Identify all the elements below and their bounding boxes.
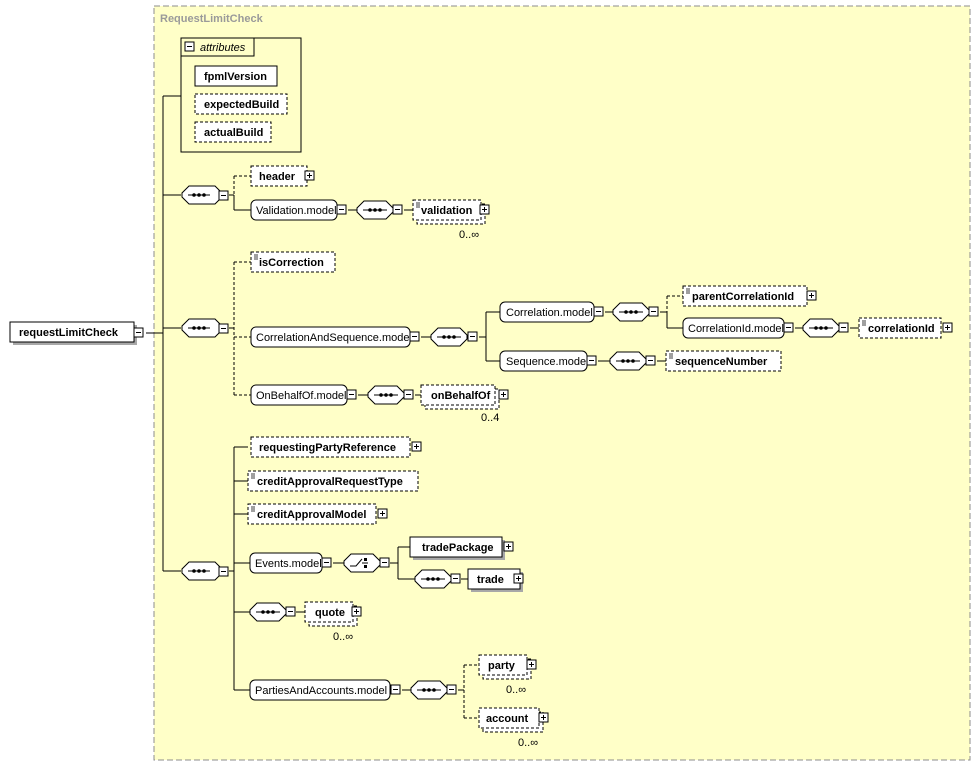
group-events-model[interactable]: Events.model [249,552,332,574]
svg-text:validation: validation [421,205,473,217]
element-correlationId[interactable]: correlationId [858,317,953,339]
group-onBehalfOf-model[interactable]: OnBehalfOf.model [250,384,357,406]
group-parties-and-accounts-model[interactable]: PartiesAndAccounts.model [249,679,401,701]
sequence-compositor-correlation-and-sequence[interactable] [430,327,478,347]
svg-text:header: header [259,171,296,183]
element-onBehalfOf[interactable]: onBehalfOf 0..4 [420,384,509,424]
svg-text:account: account [486,713,529,725]
svg-text:requestingPartyReference: requestingPartyReference [259,442,396,454]
element-creditApprovalModel[interactable]: creditApprovalModel [247,503,388,525]
svg-text:OnBehalfOf.model: OnBehalfOf.model [256,390,347,402]
sequence-compositor-2[interactable] [181,318,229,338]
sequence-compositor-1[interactable] [181,185,229,205]
svg-text:isCorrection: isCorrection [259,257,324,269]
svg-text:Correlation.model: Correlation.model [506,307,593,319]
svg-text:Events.model: Events.model [255,558,322,570]
attribute-actualBuild[interactable]: actualBuild [194,121,272,143]
svg-text:parentCorrelationId: parentCorrelationId [692,291,794,303]
type-title: RequestLimitCheck [160,13,264,25]
element-requestingPartyReference[interactable]: requestingPartyReference [250,436,422,458]
svg-text:0..∞: 0..∞ [459,229,479,241]
element-trade[interactable]: trade [467,568,524,592]
svg-text:creditApprovalRequestType: creditApprovalRequestType [257,476,403,488]
svg-text:CorrelationAndSequence.model: CorrelationAndSequence.model [256,332,412,344]
sequence-compositor-trade[interactable] [414,569,461,589]
svg-text:trade: trade [477,574,504,586]
group-correlation-model[interactable]: Correlation.model [499,301,604,323]
svg-text:tradePackage: tradePackage [422,542,494,554]
svg-text:quote: quote [315,607,345,619]
sequence-compositor-sequence[interactable] [609,351,656,371]
sequence-compositor-correlationId[interactable] [802,318,849,338]
element-sequenceNumber[interactable]: sequenceNumber [665,350,782,372]
svg-text:Validation.model: Validation.model [256,205,337,217]
attributes-collapse-icon[interactable] [184,41,195,52]
group-sequence-model[interactable]: Sequence.model [499,350,597,372]
svg-text:0..4: 0..4 [481,412,499,424]
root-element[interactable]: requestLimitCheck [9,321,144,345]
svg-text:requestLimitCheck: requestLimitCheck [19,327,119,339]
svg-text:expectedBuild: expectedBuild [204,99,279,111]
group-validation-model[interactable]: Validation.model [250,199,347,221]
element-party[interactable]: party 0..∞ [478,654,537,696]
group-correlationId-model[interactable]: CorrelationId.model [682,317,794,339]
element-quote[interactable]: quote 0..∞ [304,601,362,643]
svg-text:party: party [488,660,516,672]
sequence-compositor-quote[interactable] [249,602,296,622]
sequence-compositor-parties[interactable] [410,680,457,700]
attribute-expectedBuild[interactable]: expectedBuild [194,93,288,115]
element-header[interactable]: header [250,165,315,187]
choice-compositor-events[interactable] [343,553,390,573]
element-tradePackage[interactable]: tradePackage [409,536,514,560]
sequence-compositor-3[interactable] [181,561,229,581]
group-correlation-and-sequence-model[interactable]: CorrelationAndSequence.model [250,326,420,348]
attributes-label: attributes [200,42,246,54]
sequence-compositor-validation[interactable] [356,200,403,220]
svg-text:PartiesAndAccounts.model: PartiesAndAccounts.model [255,685,387,697]
svg-text:correlationId: correlationId [868,323,935,335]
svg-text:Sequence.model: Sequence.model [506,356,589,368]
element-account[interactable]: account 0..∞ [478,707,549,749]
connectors [146,95,859,719]
svg-text:creditApprovalModel: creditApprovalModel [257,509,366,521]
element-parentCorrelationId[interactable]: parentCorrelationId [682,285,817,307]
sequence-compositor-onBehalfOf[interactable] [367,385,414,405]
svg-text:0..∞: 0..∞ [333,631,353,643]
svg-text:0..∞: 0..∞ [506,684,526,696]
svg-text:actualBuild: actualBuild [204,127,263,139]
svg-text:onBehalfOf: onBehalfOf [431,390,491,402]
sequence-compositor-correlation[interactable] [612,302,659,322]
svg-text:sequenceNumber: sequenceNumber [675,356,768,368]
svg-text:fpmlVersion: fpmlVersion [204,71,267,83]
attribute-fpmlVersion[interactable]: fpmlVersion [194,65,278,87]
element-isCorrection[interactable]: isCorrection [250,251,336,273]
element-validation[interactable]: validation 0..∞ [412,199,490,241]
element-creditApprovalRequestType[interactable]: creditApprovalRequestType [247,470,419,492]
svg-text:CorrelationId.model: CorrelationId.model [688,323,784,335]
svg-text:0..∞: 0..∞ [518,737,538,749]
